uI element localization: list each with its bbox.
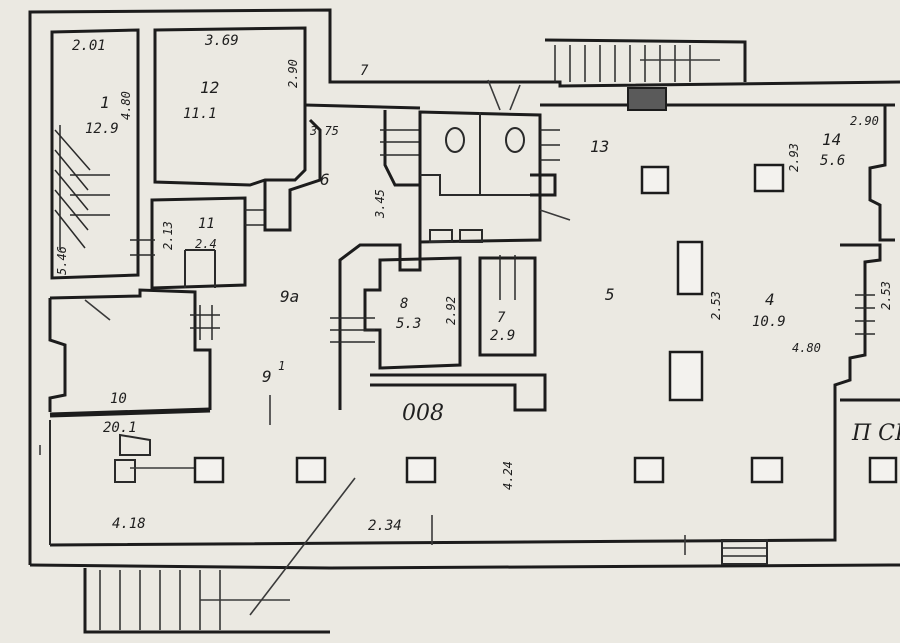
room-10-area: 20.1 [103, 420, 137, 436]
column [193, 456, 225, 484]
room-4-side: 2.53 [709, 291, 723, 320]
room-12-number: 12 [200, 78, 219, 97]
room-12-side: 2.90 [286, 59, 300, 88]
room-11-area: 2.4 [195, 237, 217, 251]
bottom-stair [83, 477, 768, 634]
room-1-bottom-dim: 5.46 [55, 246, 69, 275]
room-1-number: 1 [100, 93, 110, 112]
room-8-number: 8 [400, 296, 408, 312]
room-7-number: 7 [497, 310, 506, 326]
room-6-number: 6 [320, 170, 330, 189]
room-5-number: 5 [605, 285, 615, 304]
room-13-number: 13 [590, 137, 609, 156]
room-14-dim: 2.90 [850, 114, 879, 128]
room-10-walls [48, 288, 220, 483]
room-12-walls [153, 26, 307, 187]
room-8-side: 2.92 [444, 296, 458, 325]
room-10-number: 10 [110, 391, 127, 407]
note-top: 7 [360, 63, 369, 79]
room-4-number: 4 [765, 290, 775, 309]
room-11-walls [130, 196, 265, 290]
room-1-walls [50, 28, 140, 280]
room-12-dim: 3.69 [204, 33, 239, 49]
note-ts: П СП [851, 421, 900, 446]
room-11-number: 11 [198, 216, 215, 232]
column [295, 456, 327, 484]
dimension-480: 4.80 [792, 341, 821, 355]
room-14-area: 5.6 [820, 153, 845, 169]
column [753, 163, 785, 193]
room-1-side: 4.80 [119, 91, 133, 120]
room-9-sup: 1 [278, 359, 285, 373]
column [750, 456, 784, 484]
room-1-dim: 2.01 [72, 38, 106, 54]
column [868, 456, 898, 484]
column [633, 456, 665, 484]
room-labels: 2.01 1 12.9 4.80 5.46 3.69 12 11.1 2.90 … [55, 33, 900, 534]
room-14-number: 14 [822, 130, 841, 149]
pencil-marks [39, 79, 686, 555]
wc-block-walls [418, 110, 560, 244]
room-14-side: 2.93 [787, 143, 801, 172]
room-7-area: 2.9 [490, 328, 515, 344]
room-10-dim: 4.18 [112, 516, 146, 532]
room-8-area: 5.3 [396, 316, 421, 332]
column [405, 456, 437, 484]
dimension-424: 4.24 [501, 461, 515, 490]
dimension-234: 2.34 [368, 518, 402, 534]
room-4-area: 10.9 [752, 314, 786, 330]
room-6-side: 3.45 [373, 189, 387, 219]
column [676, 240, 704, 296]
room-3-side: 2.53 [879, 281, 893, 310]
column [640, 165, 670, 195]
top-stair [544, 38, 747, 111]
outer-walls [28, 8, 900, 570]
corridor-6-walls [263, 110, 422, 410]
room-6-dim: 3.75 [309, 124, 339, 138]
room-11-side: 2.13 [161, 221, 175, 250]
note-008: 008 [402, 401, 444, 426]
column [668, 350, 704, 402]
room-9a-number: 9a [280, 287, 299, 306]
room-12-area: 11.1 [183, 106, 217, 122]
room-1-area: 12.9 [85, 121, 119, 137]
columns [193, 163, 898, 484]
room-8-walls [330, 256, 462, 370]
room-7-walls [370, 255, 547, 412]
room-14-walls [833, 105, 900, 415]
room-9-number: 9 [262, 367, 272, 386]
